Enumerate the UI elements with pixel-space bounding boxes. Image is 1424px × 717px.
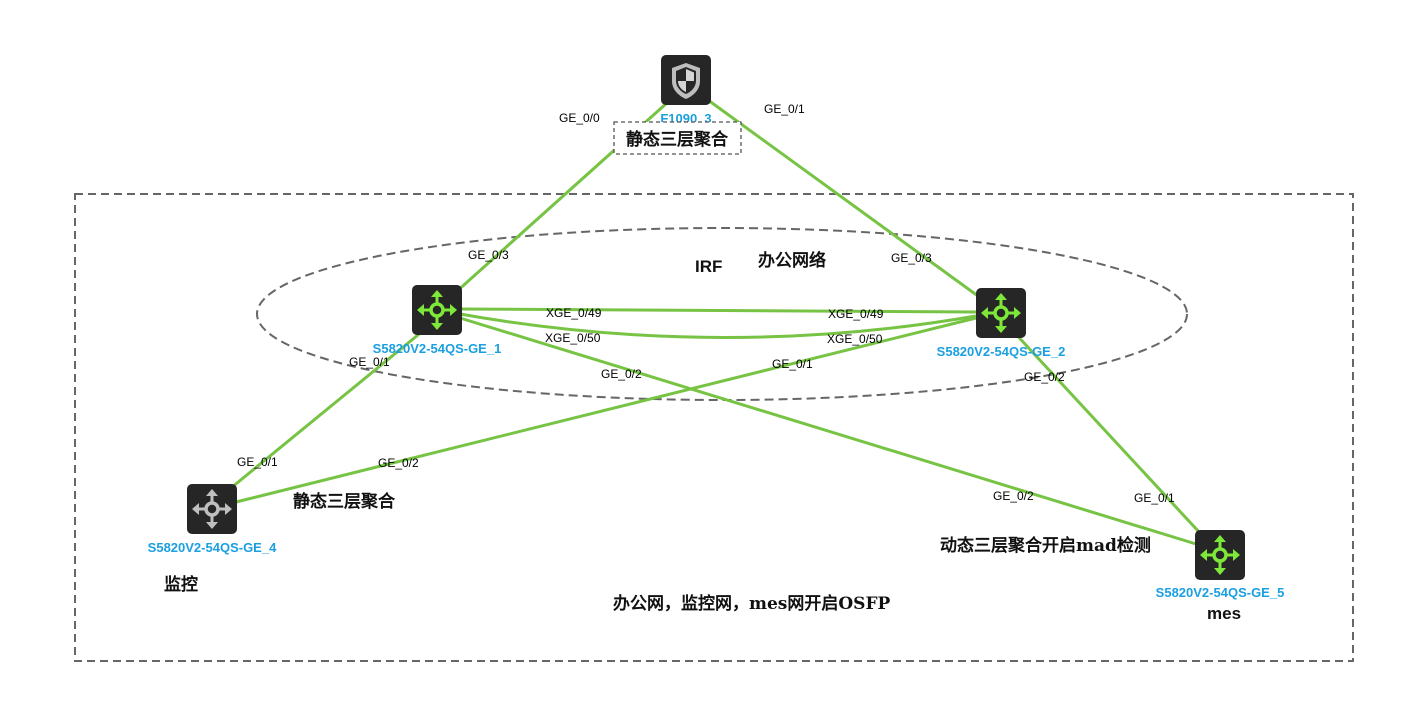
note-mes-aggregation: 动态三层聚合开启mad检测: [940, 535, 1151, 556]
port-label: GE_0/1: [764, 102, 805, 116]
port-label: GE_0/0: [559, 111, 600, 125]
port-label: GE_0/2: [1024, 370, 1065, 384]
note-irf: IRF: [695, 257, 722, 276]
port-label: GE_0/2: [601, 367, 642, 381]
note-ospf: 办公网，监控网，mes网开启OSFP: [613, 593, 891, 614]
link-sw1-sw4[interactable]: [225, 328, 425, 494]
port-label: XGE_0/49: [828, 307, 884, 321]
note-mes: mes: [1207, 604, 1241, 623]
device-switch-2[interactable]: [976, 288, 1026, 338]
device-label-switch-5: S5820V2-54QS-GE_5: [1156, 585, 1285, 600]
link-fw-sw2[interactable]: [707, 98, 1001, 314]
link-sw2-sw4[interactable]: [235, 316, 977, 504]
firewall-shield-icon: [672, 63, 700, 99]
port-label: GE_0/3: [891, 251, 932, 265]
device-label-switch-1: S5820V2-54QS-GE_1: [373, 341, 502, 356]
port-label: GE_0/1: [1134, 491, 1175, 505]
port-label: GE_0/1: [349, 355, 390, 369]
l3-switch-icon: [981, 293, 1021, 333]
port-label: XGE_0/50: [545, 331, 601, 345]
note-monitor: 监控: [164, 574, 198, 595]
fw-aggregation-box: [613, 121, 742, 155]
device-firewall[interactable]: [661, 55, 711, 105]
device-switch-5[interactable]: [1195, 530, 1245, 580]
port-label: GE_0/1: [237, 455, 278, 469]
device-switch-4[interactable]: [187, 484, 237, 534]
port-label: XGE_0/50: [827, 332, 883, 346]
port-label: GE_0/3: [468, 248, 509, 262]
l3-switch-icon: [1200, 535, 1240, 575]
device-switch-1[interactable]: [412, 285, 462, 335]
device-label-switch-4: S5820V2-54QS-GE_4: [148, 540, 277, 555]
network-boundary: [74, 193, 1354, 662]
link-sw2-sw5[interactable]: [1010, 328, 1214, 548]
note-office-network: 办公网络: [758, 250, 826, 271]
port-label: XGE_0/49: [546, 306, 602, 320]
l3-switch-icon: [192, 489, 232, 529]
irf-group-ellipse: [256, 227, 1188, 401]
link-irf-xge50[interactable]: [459, 312, 977, 340]
link-irf-xge49[interactable]: [459, 307, 977, 314]
port-label: GE_0/2: [378, 456, 419, 470]
note-monitor-aggregation: 静态三层聚合: [293, 491, 396, 512]
device-label-switch-2: S5820V2-54QS-GE_2: [937, 344, 1066, 359]
port-label: GE_0/2: [993, 489, 1034, 503]
note-fw-aggregation: 静态三层聚合: [626, 129, 729, 150]
port-label: GE_0/1: [772, 357, 813, 371]
l3-switch-icon: [417, 290, 457, 330]
link-sw1-sw5[interactable]: [459, 316, 1197, 546]
